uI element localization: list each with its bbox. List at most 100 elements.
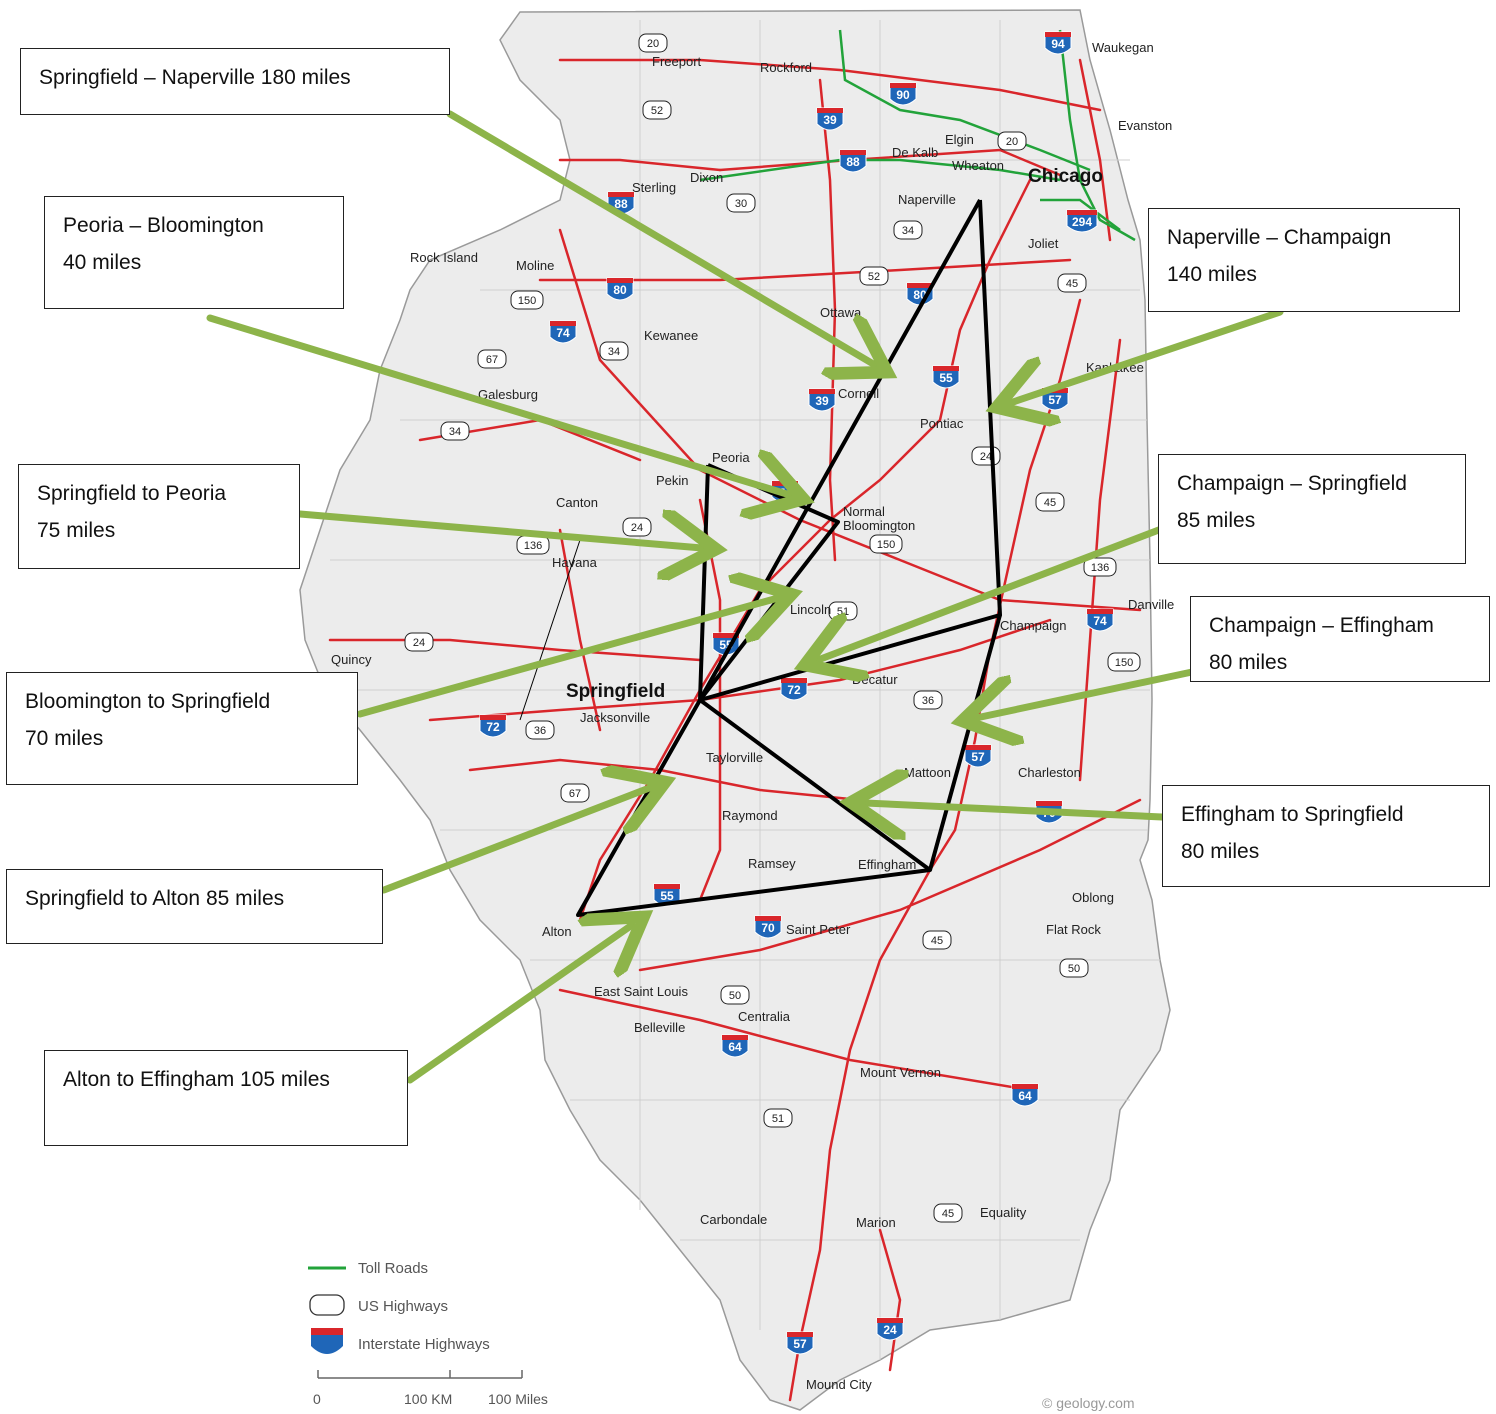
- callout-line: 40 miles: [63, 251, 142, 274]
- city-kewanee: Kewanee: [644, 328, 698, 343]
- scale-km: 100 KM: [404, 1391, 452, 1407]
- city-carbondale: Carbondale: [700, 1212, 767, 1227]
- interstate-shields: 94 90 39 88 88 80 80 74 74 74 55 55 55 3…: [479, 31, 1114, 1355]
- city-havana: Havana: [552, 555, 598, 570]
- arrow-springfield-peoria: [296, 514, 702, 548]
- callout-naperville-champaign: Naperville – Champaign 140 miles: [1148, 208, 1460, 312]
- svg-text:24: 24: [883, 1323, 897, 1337]
- city-taylorville: Taylorville: [706, 750, 763, 765]
- svg-text:57: 57: [793, 1337, 807, 1351]
- svg-text:72: 72: [486, 720, 500, 734]
- callout-line: Springfield – Naperville 180 miles: [39, 66, 351, 89]
- callout-line: 80 miles: [1181, 840, 1260, 863]
- svg-text:74: 74: [556, 326, 570, 340]
- arrow-alton-effingham: [406, 925, 632, 1084]
- city-freeport: Freeport: [652, 54, 702, 69]
- callout-effingham-springfield: Effingham to Springfield 80 miles: [1162, 785, 1490, 887]
- callout-line: 70 miles: [25, 727, 104, 750]
- city-moline: Moline: [516, 258, 554, 273]
- us-highway-shields: 20 20 52 52 30 34 34 34 150 150 150 67 6…: [404, 33, 1141, 1223]
- callout-peoria-bloomington: Peoria – Bloomington 40 miles: [44, 196, 344, 309]
- thin-route-line: [519, 539, 581, 721]
- city-alton: Alton: [542, 924, 572, 939]
- arrow-effingham-springfield: [865, 803, 1166, 817]
- callout-arrows: [206, 110, 1284, 1084]
- svg-text:57: 57: [971, 750, 985, 764]
- city-dekalb: De Kalb: [892, 145, 938, 160]
- city-labels: Chicago Springfield Peoria Normal Bloomi…: [331, 40, 1174, 1392]
- city-mound-city: Mound City: [806, 1377, 872, 1392]
- legend-us-highways: US Highways: [358, 1298, 448, 1315]
- callout-springfield-naperville: Springfield – Naperville 180 miles: [20, 48, 450, 115]
- svg-text:45: 45: [1066, 278, 1078, 290]
- arrow-springfield-naperville: [446, 110, 875, 365]
- legend-interstate-highways: Interstate Highways: [358, 1336, 490, 1353]
- city-belleville: Belleville: [634, 1020, 685, 1035]
- svg-text:20: 20: [647, 38, 659, 50]
- scale-bar: 0 100 KM 100 Miles: [313, 1370, 548, 1407]
- callout-bloomington-springfield: Bloomington to Springfield 70 miles: [6, 672, 358, 785]
- city-elgin: Elgin: [945, 132, 974, 147]
- city-rockford: Rockford: [760, 60, 812, 75]
- legend-toll-roads: Toll Roads: [358, 1260, 428, 1277]
- arrow-champaign-effingham: [976, 668, 1196, 718]
- city-naperville: Naperville: [898, 192, 956, 207]
- map-credit: © geology.com: [1042, 1395, 1135, 1411]
- callout-line: 75 miles: [37, 519, 116, 542]
- svg-text:24: 24: [413, 637, 425, 649]
- svg-text:30: 30: [735, 198, 747, 210]
- svg-text:72: 72: [787, 683, 801, 697]
- city-danville: Danville: [1128, 597, 1174, 612]
- callout-line: Effingham to Springfield: [1181, 803, 1404, 826]
- svg-text:50: 50: [1068, 963, 1080, 975]
- svg-text:20: 20: [1006, 136, 1018, 148]
- city-ramsey: Ramsey: [748, 856, 796, 871]
- city-springfield: Springfield: [566, 681, 665, 702]
- svg-text:34: 34: [902, 225, 914, 237]
- interstate-icon: [311, 1328, 343, 1354]
- svg-text:74: 74: [1093, 614, 1107, 628]
- svg-text:39: 39: [815, 394, 829, 408]
- city-oblong: Oblong: [1072, 890, 1114, 905]
- callout-line: 80 miles: [1209, 651, 1288, 674]
- city-pontiac: Pontiac: [920, 416, 964, 431]
- city-flat-rock: Flat Rock: [1046, 922, 1101, 937]
- city-waukegan: Waukegan: [1092, 40, 1154, 55]
- city-centralia: Centralia: [738, 1009, 791, 1024]
- svg-text:136: 136: [1091, 562, 1109, 574]
- city-evanston: Evanston: [1118, 118, 1172, 133]
- arrow-bloomington-springfield: [356, 598, 778, 718]
- svg-text:150: 150: [1115, 657, 1133, 669]
- svg-text:150: 150: [877, 539, 895, 551]
- svg-text:34: 34: [449, 426, 461, 438]
- city-equality: Equality: [980, 1205, 1027, 1220]
- toll-roads: [699, 29, 1136, 242]
- city-peoria: Peoria: [712, 450, 750, 465]
- callout-line: Champaign – Effingham: [1209, 614, 1434, 637]
- arrow-springfield-alton: [380, 787, 652, 894]
- svg-text:51: 51: [772, 1113, 784, 1125]
- callout-line: 85 miles: [1177, 509, 1256, 532]
- svg-text:45: 45: [1044, 497, 1056, 509]
- city-joliet: Joliet: [1028, 236, 1059, 251]
- callout-alton-effingham: Alton to Effingham 105 miles: [44, 1050, 408, 1146]
- city-champaign: Champaign: [1000, 618, 1067, 633]
- svg-text:24: 24: [631, 522, 643, 534]
- city-dixon: Dixon: [690, 170, 723, 185]
- arrow-naperville-champaign: [1010, 308, 1284, 403]
- svg-text:51: 51: [837, 606, 849, 618]
- svg-text:45: 45: [942, 1208, 954, 1220]
- map-legend: Toll Roads US Highways Interstate Highwa…: [308, 1260, 490, 1354]
- svg-text:67: 67: [569, 788, 581, 800]
- callout-line: Springfield to Alton 85 miles: [25, 887, 285, 910]
- svg-text:55: 55: [939, 371, 953, 385]
- city-jacksonville: Jacksonville: [580, 710, 650, 725]
- scale-miles: 100 Miles: [488, 1391, 548, 1407]
- scale-zero: 0: [313, 1391, 321, 1407]
- us-highway-icon: [309, 1294, 345, 1316]
- svg-text:80: 80: [613, 283, 627, 297]
- callout-line: 140 miles: [1167, 263, 1257, 286]
- arrow-champaign-springfield: [818, 516, 1189, 660]
- svg-text:294: 294: [1072, 215, 1092, 229]
